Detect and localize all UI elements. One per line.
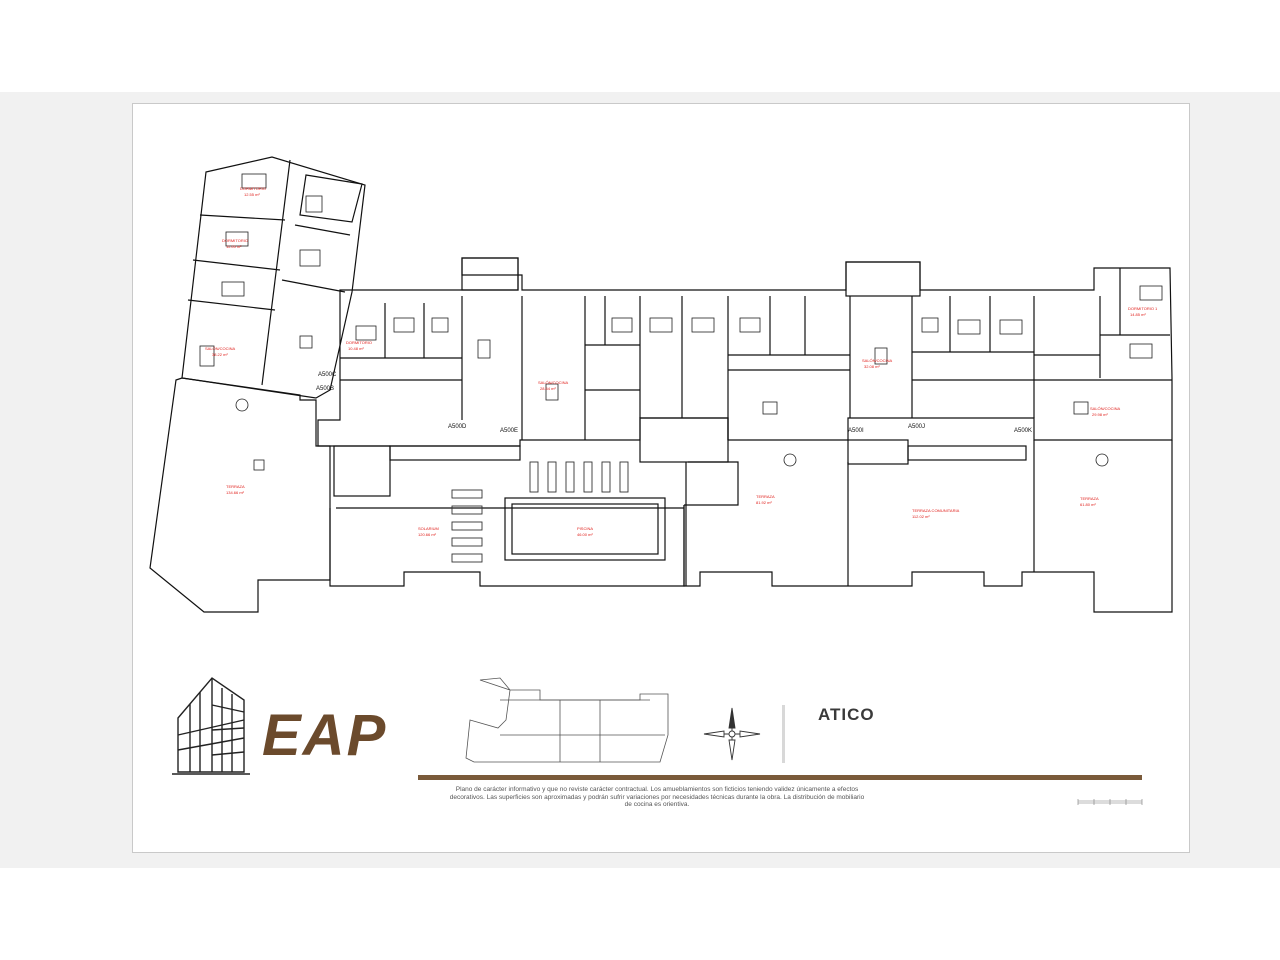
svg-text:38.22 m²: 38.22 m²: [212, 352, 228, 357]
unit-label-a500i: A500I: [848, 428, 864, 434]
west-balcony: [299, 174, 363, 223]
key-plan-thumbnail: [465, 677, 669, 763]
furniture: [199, 173, 1163, 471]
svg-text:28.54 m²: 28.54 m²: [540, 386, 556, 391]
room-label-8: PISCINA: [577, 526, 593, 531]
room-label-12: SALÓN/COCINA: [862, 358, 893, 363]
room-label-14: SALÓN/COCINA: [1090, 406, 1121, 411]
building-logo-icon: [172, 677, 250, 775]
unit-label-a500b: A500B: [316, 386, 334, 392]
svg-text:46.00 m²: 46.00 m²: [577, 532, 593, 537]
room-labels: DORMITORIO 12.55 m² DORMITORIO 11.05 m² …: [205, 186, 1158, 537]
svg-text:81.92 m²: 81.92 m²: [756, 500, 772, 505]
svg-text:32.08 m²: 32.08 m²: [864, 364, 880, 369]
west-wall-b: [192, 259, 281, 271]
svg-text:10.48 m²: 10.48 m²: [348, 346, 364, 351]
terrace-strip-east: [683, 440, 1173, 613]
west-wall-e: [281, 279, 346, 293]
title-divider: [782, 705, 785, 763]
room-label-3: SALÓN/COCINA: [205, 346, 236, 351]
unit-label-a500k: A500K: [1014, 428, 1032, 434]
room-label-13: DORMITORIO 1: [1128, 306, 1158, 311]
room-label-9: TERRAZA: [756, 494, 775, 499]
unit-label-a500c: A500C: [318, 372, 337, 378]
central-block-outline: [317, 257, 1173, 447]
brand-logo-text: EAP: [262, 703, 388, 768]
room-label-6: SALÓN/COCINA: [538, 380, 569, 385]
pool: [504, 497, 666, 561]
room-label-10: TERRAZA COMUNITARIA: [912, 508, 960, 513]
room-label-5: DORMITORIO: [346, 340, 372, 345]
unit-labels: A500C A500B A500D A500E A500I A500J A500…: [316, 372, 1032, 434]
north-arrow-icon: [703, 707, 761, 761]
svg-text:14.85 m²: 14.85 m²: [1130, 312, 1146, 317]
terrace-strip-west: [329, 505, 685, 587]
disclaimer-text: Plano de carácter informativo y que no r…: [449, 786, 865, 809]
svg-text:11.05 m²: 11.05 m²: [226, 244, 242, 249]
loungers: [451, 461, 629, 563]
room-label-1: DORMITORIO: [240, 186, 266, 191]
brand-rule: [418, 775, 1142, 780]
room-label-7: SOLARIUM: [418, 526, 439, 531]
unit-label-a500d: A500D: [448, 424, 467, 430]
svg-text:29.98 m²: 29.98 m²: [1092, 412, 1108, 417]
stair-core: [639, 417, 729, 463]
unit-label-a500j: A500J: [908, 424, 925, 430]
room-label-2: DORMITORIO: [222, 238, 248, 243]
west-wall-d: [294, 224, 351, 236]
scale-bar: [1077, 799, 1143, 805]
west-wing-partition: [261, 159, 291, 386]
unit-label-a500e: A500E: [500, 428, 518, 434]
room-label-11: TERRAZA: [1080, 496, 1099, 501]
terrace-west: [149, 377, 331, 613]
west-wall-c: [187, 299, 276, 311]
bottom-margin: [0, 868, 1280, 960]
svg-text:134.66 m²: 134.66 m²: [226, 490, 245, 495]
room-label-4: TERRAZA: [226, 484, 245, 489]
svg-text:120.66 m²: 120.66 m²: [418, 532, 437, 537]
west-wall-a: [199, 214, 286, 221]
svg-text:112.02 m²: 112.02 m²: [912, 514, 930, 519]
svg-text:12.55 m²: 12.55 m²: [244, 192, 260, 197]
svg-text:61.80 m²: 61.80 m²: [1080, 502, 1096, 507]
top-margin: [0, 0, 1280, 92]
level-title: ATICO: [818, 705, 875, 724]
